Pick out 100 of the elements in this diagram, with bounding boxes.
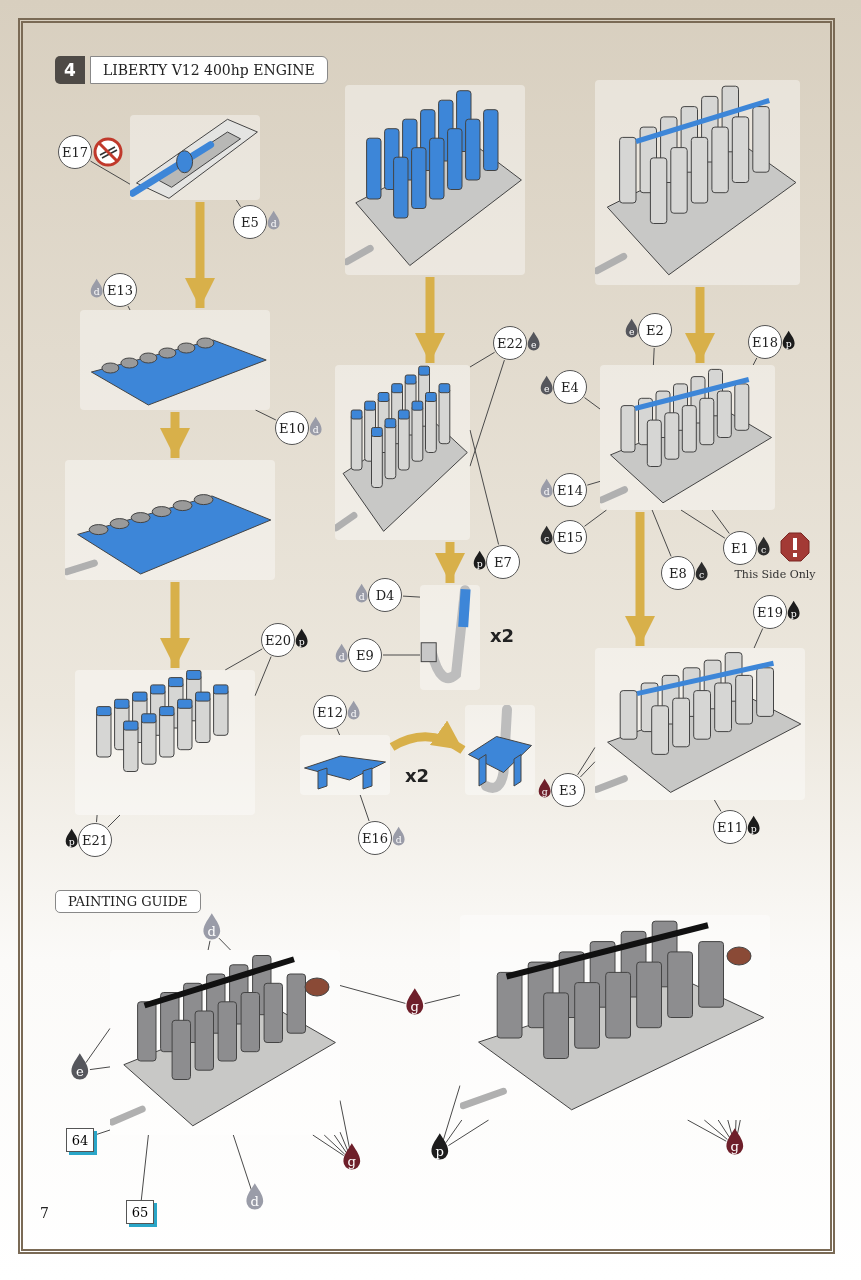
part-number-callout: E22 bbox=[493, 326, 527, 360]
paint-drop: d bbox=[244, 1182, 266, 1211]
leader-line bbox=[586, 480, 601, 486]
leader-line bbox=[445, 1119, 463, 1144]
leader-line bbox=[127, 305, 131, 311]
leader-line bbox=[469, 351, 496, 368]
leader-line bbox=[651, 509, 672, 557]
paint-drop: d bbox=[308, 416, 324, 437]
leader-line bbox=[96, 814, 98, 823]
manifold-drawing bbox=[300, 735, 390, 795]
section-heading: PAINTING GUIDE bbox=[55, 890, 201, 913]
paint-drop: d bbox=[391, 826, 407, 847]
paint-drop: e bbox=[539, 375, 555, 396]
paint-drop: p bbox=[786, 600, 802, 621]
paint-drop: d bbox=[346, 700, 362, 721]
part-number-callout: E20 bbox=[261, 623, 295, 657]
leader-line bbox=[339, 1131, 349, 1153]
part-number-callout: E16 bbox=[358, 821, 392, 855]
leader-line bbox=[717, 1119, 731, 1139]
leader-line bbox=[469, 359, 505, 467]
paint-drop: d bbox=[266, 210, 282, 231]
engine-drawing bbox=[600, 365, 775, 510]
paint-drop: c bbox=[539, 525, 555, 546]
paint-drop: p bbox=[294, 628, 310, 649]
leader-line bbox=[424, 994, 461, 1005]
crankcase-drawing bbox=[80, 310, 270, 410]
leader-line bbox=[442, 1085, 461, 1142]
leader-line bbox=[703, 1119, 728, 1140]
leader-line bbox=[584, 397, 601, 410]
paint-drop: g bbox=[341, 1142, 363, 1171]
assembly-arrow bbox=[625, 512, 655, 646]
paint-drop: g bbox=[537, 778, 553, 799]
part-number-callout: E1 bbox=[723, 531, 757, 565]
leader-line bbox=[687, 1119, 727, 1142]
step-title: LIBERTY V12 400hp ENGINE bbox=[90, 56, 328, 84]
part-number-callout: E21 bbox=[78, 823, 112, 857]
leader-line bbox=[711, 509, 730, 534]
part-number-callout: E8 bbox=[661, 556, 695, 590]
part-number-callout: E19 bbox=[753, 595, 787, 629]
paint-drop: e bbox=[69, 1052, 91, 1081]
paint-drop: p bbox=[781, 330, 797, 351]
leader-line bbox=[336, 728, 341, 736]
reference-number-box: 65 bbox=[126, 1200, 154, 1224]
assembly-arrow bbox=[160, 412, 190, 458]
leader-line bbox=[752, 357, 758, 366]
leader-line bbox=[579, 761, 596, 778]
paint-drop: e bbox=[624, 318, 640, 339]
paint-drop: g bbox=[724, 1127, 746, 1156]
paint-drop: p bbox=[429, 1132, 451, 1161]
paint-drop: d bbox=[354, 583, 370, 604]
paint-drop: p bbox=[64, 828, 80, 849]
leader-line bbox=[333, 1134, 347, 1154]
reference-number-box: 64 bbox=[66, 1128, 94, 1152]
leader-line bbox=[107, 814, 121, 828]
leader-line bbox=[680, 509, 726, 539]
leader-line bbox=[469, 429, 500, 545]
paint-drop: d bbox=[334, 643, 350, 664]
engine-drawing bbox=[595, 80, 800, 285]
leader-line bbox=[207, 940, 211, 951]
leader-line bbox=[584, 509, 607, 527]
step-number: 4 bbox=[55, 56, 85, 84]
leader-line bbox=[323, 1134, 346, 1155]
engine-drawing bbox=[335, 365, 470, 540]
assembly-arrow bbox=[185, 202, 215, 308]
manifold-drawing bbox=[465, 705, 535, 795]
part-number-callout: D4 bbox=[368, 578, 402, 612]
leader-line bbox=[254, 656, 272, 697]
paint-drop: c bbox=[694, 561, 710, 582]
oil-pan-drawing bbox=[130, 115, 260, 200]
leader-line bbox=[218, 937, 231, 951]
leader-line bbox=[224, 648, 263, 671]
assembly-arrow bbox=[415, 277, 445, 363]
leader-line bbox=[382, 654, 421, 656]
leader-line bbox=[255, 409, 277, 421]
assembly-arrow bbox=[435, 542, 465, 583]
part-number-callout: E11 bbox=[713, 810, 747, 844]
part-number-callout: E7 bbox=[486, 545, 520, 579]
note-text: This Side Only bbox=[733, 568, 817, 581]
part-number-callout: E17 bbox=[58, 135, 92, 169]
leader-line bbox=[652, 347, 655, 366]
crankcase-drawing bbox=[65, 460, 275, 580]
paint-drop: d bbox=[89, 278, 105, 299]
paint-drop: g bbox=[404, 987, 426, 1016]
paint-drop: d bbox=[201, 912, 223, 941]
paint-drop: e bbox=[526, 331, 542, 352]
engine-drawing bbox=[345, 85, 525, 275]
part-number-callout: E4 bbox=[553, 370, 587, 404]
page-number: 7 bbox=[40, 1205, 49, 1221]
assembly-arrow bbox=[389, 721, 466, 754]
part-number-callout: E2 bbox=[638, 313, 672, 347]
assembly-arrow bbox=[685, 287, 715, 363]
leader-line bbox=[577, 746, 596, 776]
leader-line bbox=[235, 199, 241, 208]
leader-line bbox=[232, 1134, 253, 1192]
quantity-label: x2 bbox=[490, 625, 515, 646]
leader-line bbox=[89, 1066, 111, 1071]
paint-drop: p bbox=[746, 815, 762, 836]
intake-pipe-drawing bbox=[420, 585, 480, 690]
part-number-callout: E15 bbox=[553, 520, 587, 554]
leader-line bbox=[140, 1134, 149, 1201]
